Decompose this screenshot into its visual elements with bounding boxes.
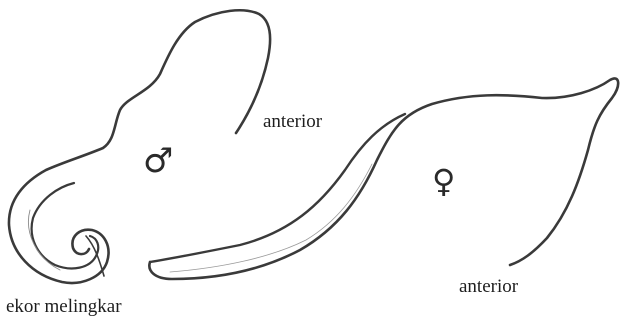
male-worm-outer-outline [9,10,270,283]
male-symbol: ♂ [143,144,173,178]
female-symbol: ♀ [432,165,455,197]
male-worm [9,10,270,283]
female-worm [149,78,618,279]
female-worm-head-edge [150,114,405,262]
curled-tail-label: ekor melingkar [6,296,122,318]
female-anterior-label: anterior [459,276,518,298]
male-anterior-label: anterior [263,111,322,133]
